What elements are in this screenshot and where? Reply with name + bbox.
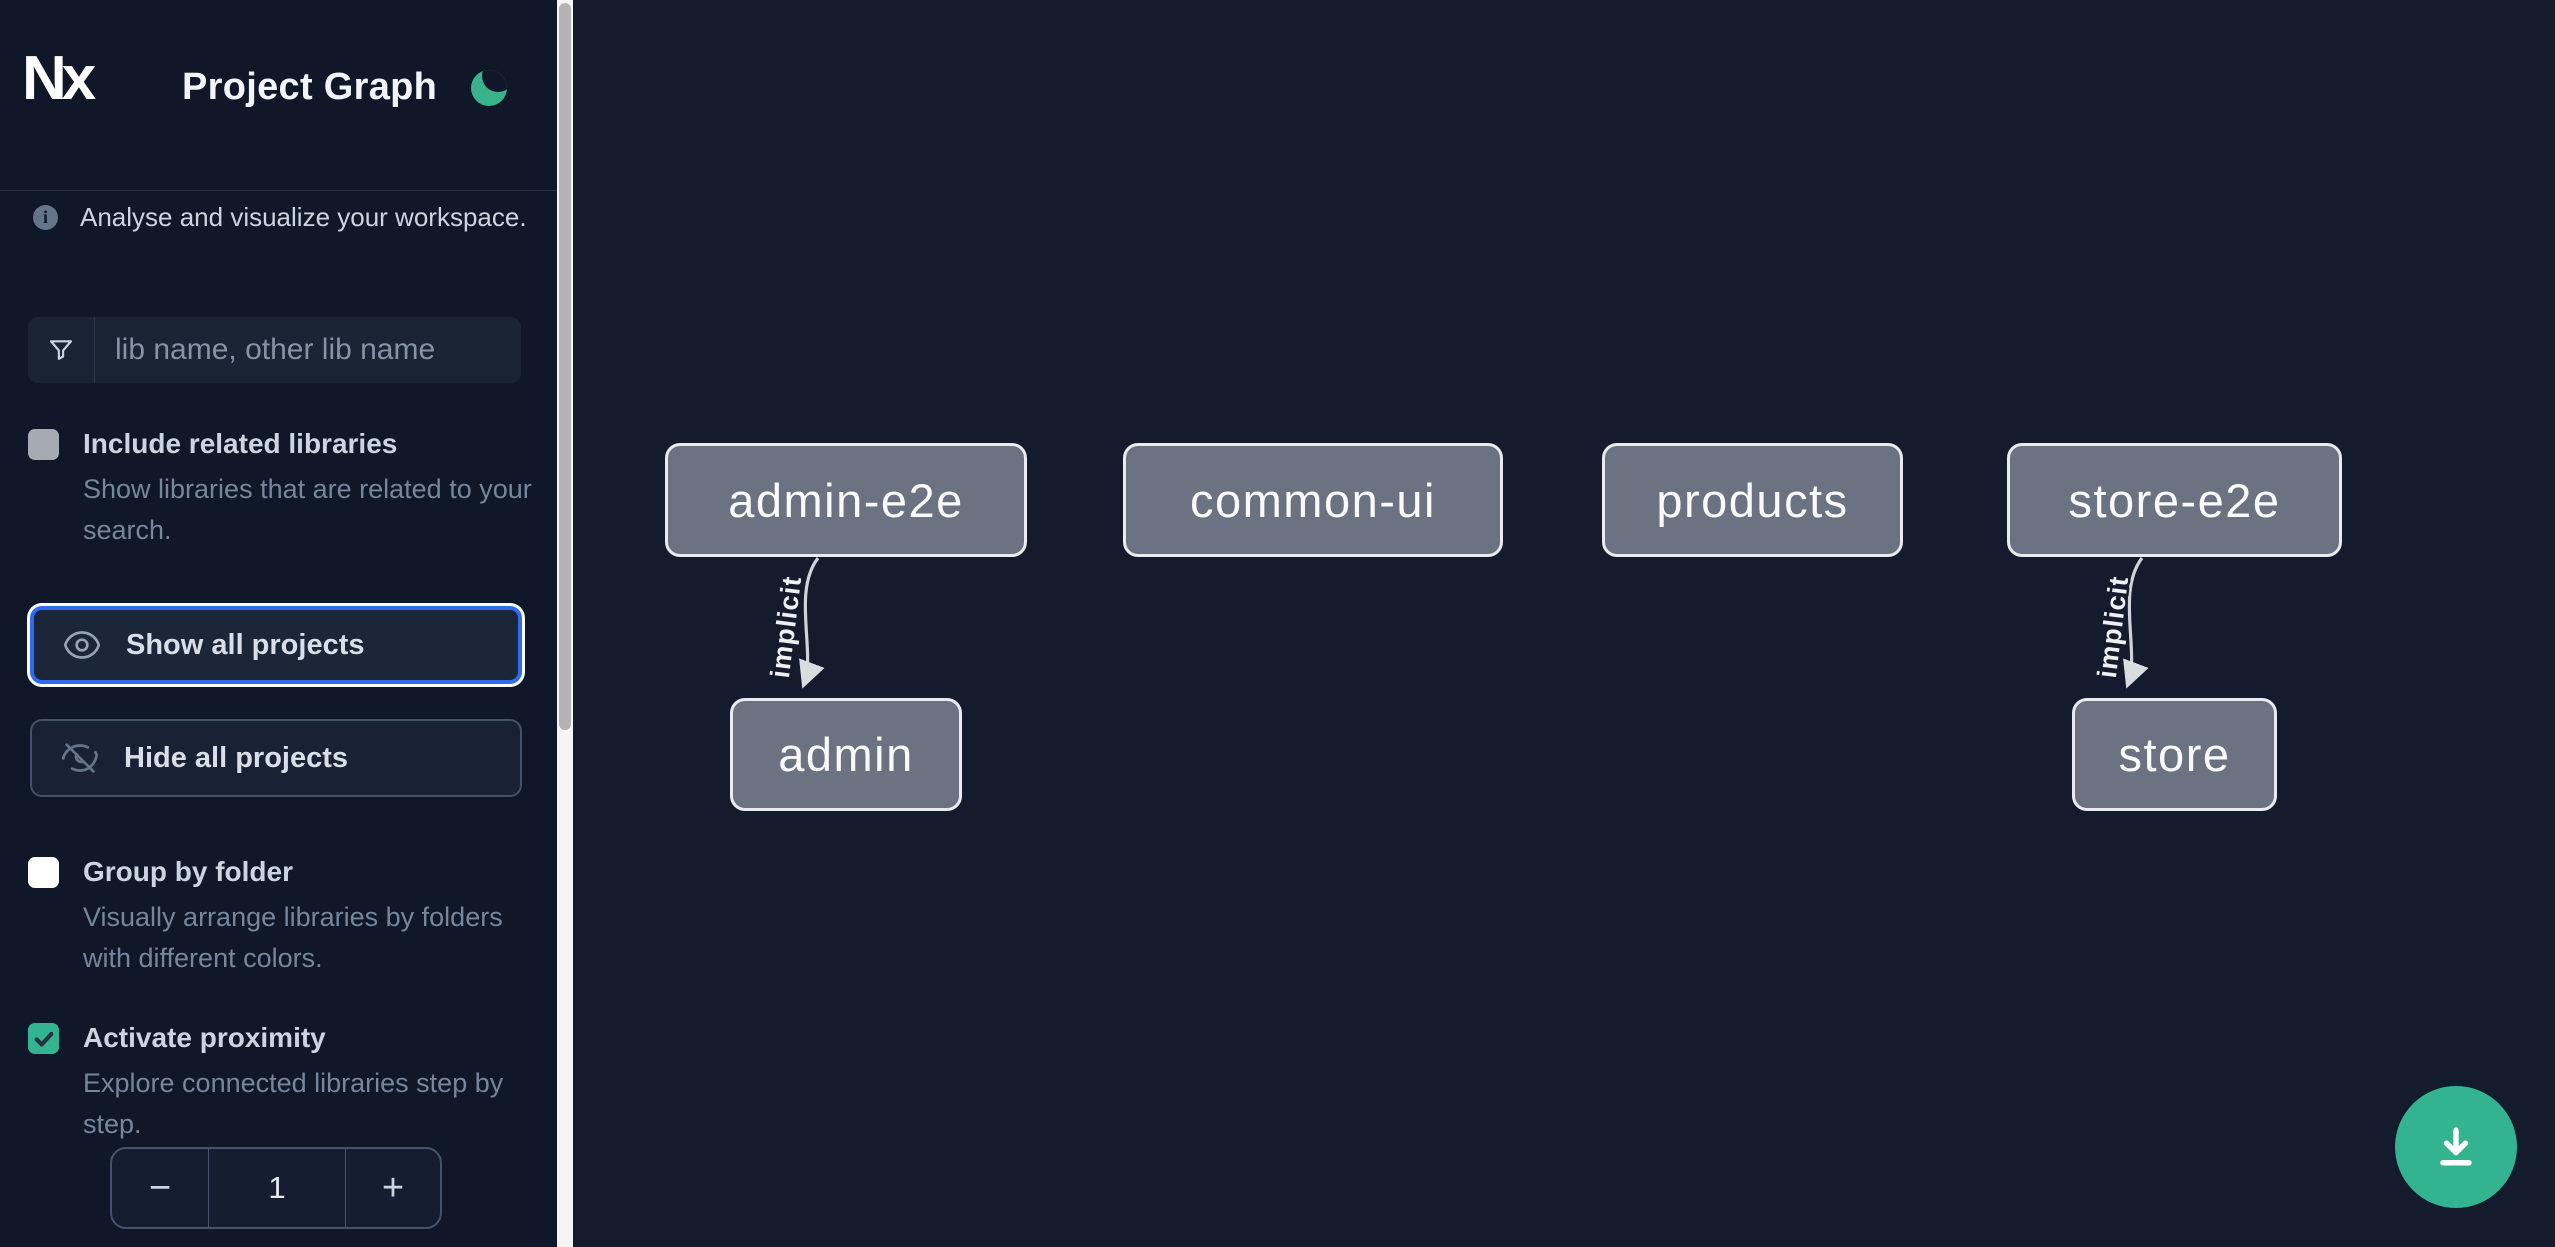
- intro-text: Analyse and visualize your workspace.: [80, 202, 527, 232]
- proximity-stepper: − 1 +: [110, 1147, 442, 1229]
- stepper-increment-button[interactable]: +: [381, 1166, 405, 1209]
- include-related-row: Include related libraries Show libraries…: [28, 427, 545, 551]
- edge-label-implicit-store: implicit: [2092, 574, 2134, 679]
- project-graph-canvas[interactable]: implicit implicit admin-e2e common-ui pr…: [573, 0, 2555, 1247]
- activate-proximity-description: Explore connected libraries step by step…: [83, 1068, 504, 1139]
- node-store-e2e[interactable]: store-e2e: [2007, 443, 2342, 557]
- graph-edges: implicit implicit: [762, 557, 2149, 689]
- node-admin-e2e[interactable]: admin-e2e: [665, 443, 1027, 557]
- node-admin[interactable]: admin: [730, 698, 962, 811]
- sidebar-header: Nx Project Graph: [0, 0, 557, 191]
- download-icon: [2440, 1127, 2472, 1166]
- filter-funnel-icon: [28, 317, 95, 383]
- group-by-folder-checkbox[interactable]: [28, 857, 59, 888]
- node-products[interactable]: products: [1602, 443, 1903, 557]
- info-icon: i: [33, 205, 58, 230]
- group-by-folder-description: Visually arrange libraries by folders wi…: [83, 902, 503, 973]
- node-store[interactable]: store: [2072, 698, 2277, 811]
- dark-mode-moon-icon[interactable]: [471, 70, 507, 106]
- hide-all-projects-label: Hide all projects: [124, 741, 349, 774]
- include-related-label: Include related libraries: [83, 428, 398, 459]
- group-by-folder-label: Group by folder: [83, 856, 293, 887]
- activate-proximity-checkbox[interactable]: [28, 1023, 59, 1054]
- include-related-description: Show libraries that are related to your …: [83, 474, 532, 545]
- page-title: Project Graph: [182, 66, 438, 108]
- download-image-button[interactable]: [2395, 1086, 2517, 1208]
- search-input[interactable]: [95, 317, 521, 383]
- eye-icon: [63, 631, 101, 659]
- checkmark-icon: [34, 1031, 53, 1047]
- node-common-ui[interactable]: common-ui: [1123, 443, 1503, 557]
- eye-slash-icon: [61, 743, 99, 773]
- activate-proximity-row: Activate proximity Explore connected lib…: [28, 1021, 545, 1145]
- edge-store-e2e-to-store: [2123, 557, 2149, 689]
- sidebar-scrollbar-thumb[interactable]: [559, 3, 571, 730]
- include-related-checkbox[interactable]: [28, 429, 59, 460]
- hide-all-projects-button[interactable]: Hide all projects: [30, 719, 522, 797]
- sidebar: Nx Project Graph i Analyse and visualize…: [0, 0, 557, 1247]
- group-by-folder-row: Group by folder Visually arrange librari…: [28, 855, 545, 979]
- activate-proximity-label: Activate proximity: [83, 1022, 326, 1053]
- sidebar-scrollbar-track[interactable]: [557, 0, 573, 1247]
- search-box: [28, 317, 521, 383]
- stepper-decrement-button[interactable]: −: [148, 1166, 172, 1209]
- intro-row: i Analyse and visualize your workspace.: [33, 202, 527, 233]
- nx-logo: Nx: [22, 44, 96, 113]
- stepper-value: 1: [208, 1149, 346, 1227]
- show-all-projects-label: Show all projects: [126, 628, 365, 661]
- show-all-projects-button[interactable]: Show all projects: [30, 606, 522, 684]
- edge-admin-e2e-to-admin: [799, 557, 825, 689]
- edge-label-implicit-admin: implicit: [765, 574, 807, 679]
